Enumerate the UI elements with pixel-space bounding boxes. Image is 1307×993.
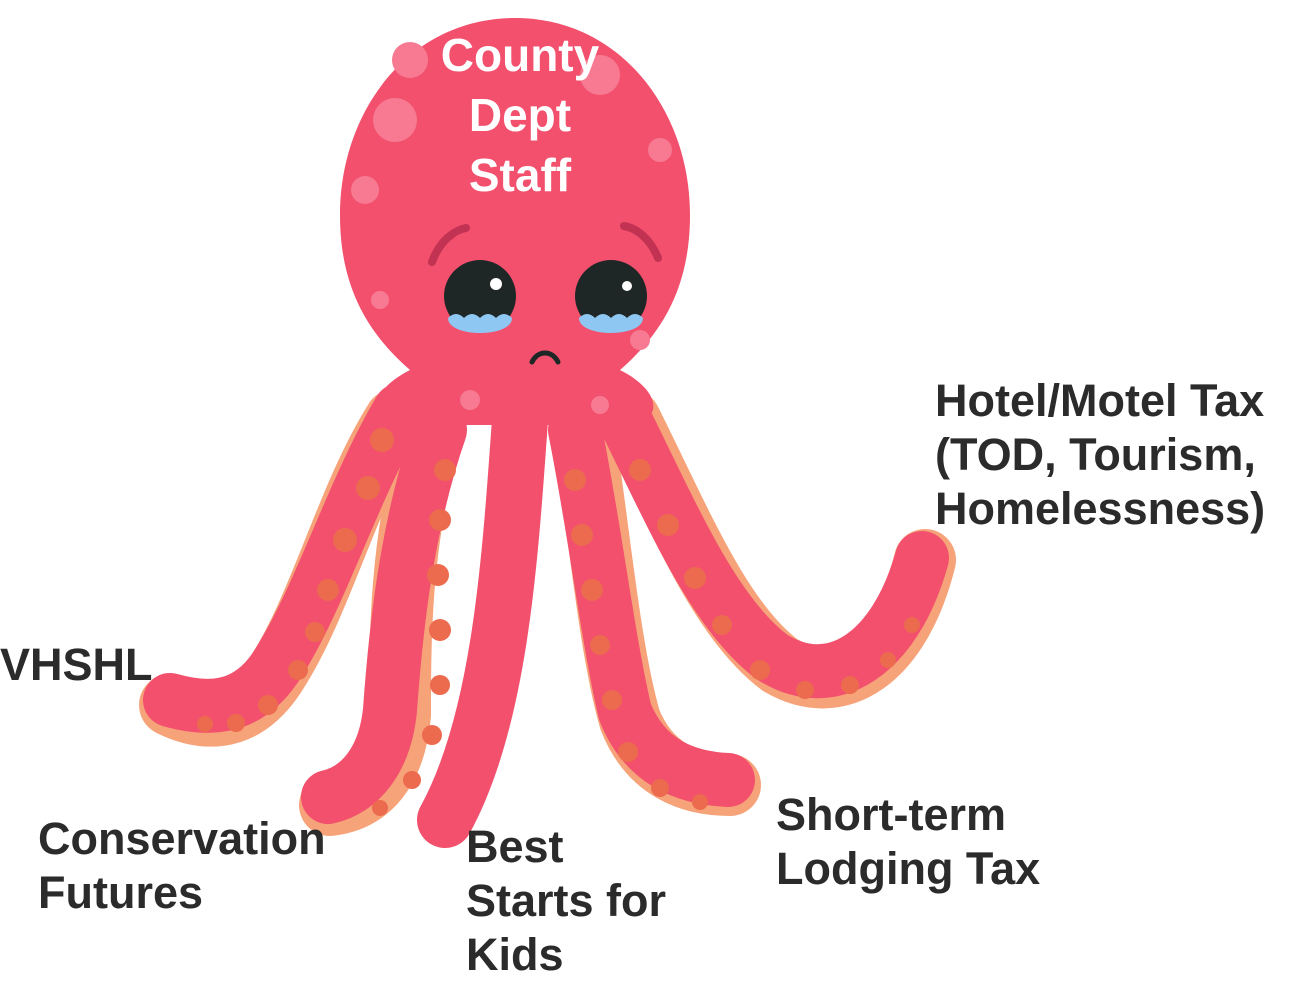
hotel-motel-line-1: Hotel/Motel Tax (935, 375, 1265, 426)
best-starts-line-2: Starts for (466, 875, 667, 926)
vhshl-line-1: VHSHL (0, 639, 153, 690)
best-starts-line-1: Best (466, 821, 564, 872)
conservation-futures-label: Conservation Futures (38, 812, 326, 920)
head-label-line-1: County (440, 29, 600, 81)
conservation-line-2: Futures (38, 867, 204, 918)
head-label-line-2: Dept (468, 88, 572, 141)
hotel-motel-line-2: (TOD, Tourism, (935, 429, 1256, 480)
hotel-motel-tax-label: Hotel/Motel Tax (TOD, Tourism, Homelessn… (935, 374, 1265, 536)
vhshl-label: VHSHL (0, 638, 153, 692)
best-starts-line-3: Kids (466, 929, 564, 980)
short-term-line-1: Short-term (776, 789, 1007, 840)
tentacles (143, 383, 949, 848)
tentacle-suckers (197, 428, 920, 816)
head-label: County Dept Staff (420, 26, 620, 205)
short-term-line-2: Lodging Tax (776, 843, 1041, 894)
best-starts-for-kids-label: Best Starts for Kids (466, 820, 666, 982)
octopus-face (428, 222, 662, 365)
conservation-line-1: Conservation (38, 813, 326, 864)
short-term-lodging-tax-label: Short-term Lodging Tax (776, 788, 1040, 896)
hotel-motel-line-3: Homelessness) (935, 483, 1266, 534)
head-label-line-3: Staff (468, 148, 572, 201)
